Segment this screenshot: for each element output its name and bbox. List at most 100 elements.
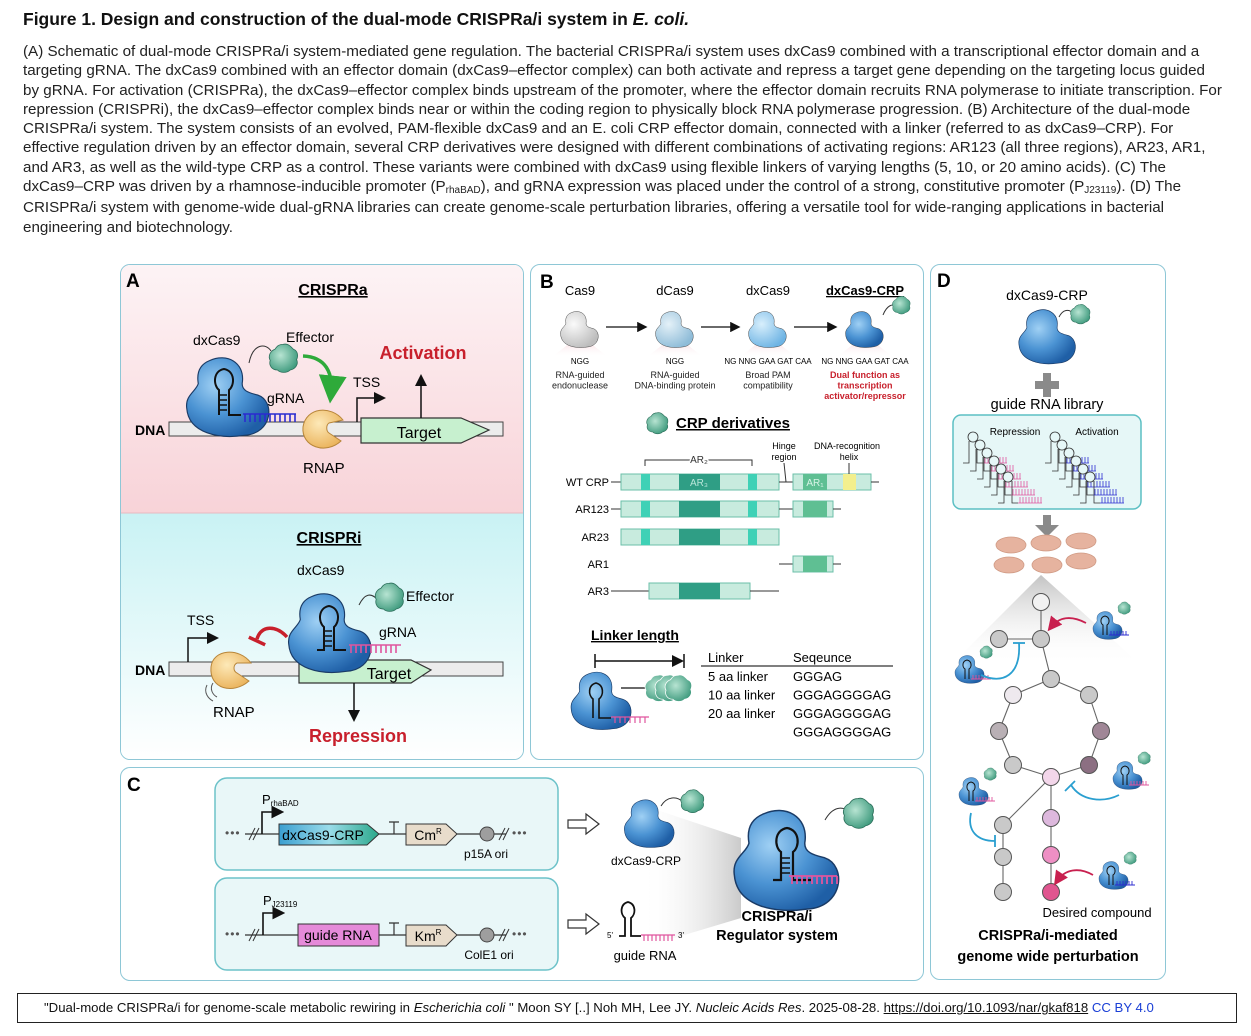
cas-variant-description: Broad PAM (745, 370, 790, 380)
promoter-j23119-icon (262, 906, 286, 935)
grna-hairpin-icon (214, 367, 241, 416)
target-label-a: Target (397, 425, 442, 442)
cmr-gene (405, 823, 458, 846)
ar2-segment (748, 529, 757, 545)
panel-a-diagram: A CRISPRa DNA dxCas9 gRNA Effector RNAP … (121, 265, 523, 759)
ar2-label: AR₂ (690, 455, 708, 466)
dxcas9-linker-icon (570, 671, 632, 730)
panel-d-label: D (937, 271, 951, 292)
svg-text:•••: ••• (512, 826, 528, 840)
construct-guide-rna (214, 877, 559, 971)
hinge-label-1: Hinge (772, 441, 796, 451)
hairpin-loop (1056, 439, 1068, 451)
caption-sub-rhabad: rhaBAD (445, 185, 481, 197)
dna-helix-label-2: helix (840, 452, 859, 462)
hairpin-stem (1080, 481, 1100, 504)
pam-sequence: NGG (571, 357, 589, 366)
figure-title-species: E. coli. (632, 9, 690, 29)
grna-label-b: gRNA (379, 624, 417, 640)
mini-effector-icon (1123, 851, 1137, 865)
crp-variant-label: AR3 (588, 586, 609, 598)
svg-text:•••: ••• (225, 826, 241, 840)
figure-title-text: Figure 1. Design and construction of the… (23, 9, 633, 29)
hairpin-loop (1077, 463, 1089, 475)
guide-rna-gene-label: guide RNA (304, 927, 372, 943)
linker-name-cell: 10 aa linker (708, 688, 776, 703)
linker-name-cell: 20 aa linker (708, 706, 776, 721)
metabolite-node (1004, 686, 1022, 704)
hairpin-loop (974, 439, 986, 451)
metabolite-node (1042, 809, 1060, 827)
guide-rna-library-label: guide RNA library (991, 397, 1105, 413)
linker-name-cell: 5 aa linker (708, 669, 769, 684)
cas-variant-icon (655, 311, 694, 348)
cas-variant-name: Cas9 (565, 283, 595, 298)
construct-dxcas9-crp (214, 777, 559, 871)
crp-variant-label: AR123 (575, 504, 609, 516)
recruit-arrow-icon (302, 354, 347, 404)
citation-authors: " Moon SY [..] Noh MH, Lee JY. (505, 1000, 696, 1015)
linker-length-heading: Linker length (591, 627, 679, 643)
cas-variant-name: dCas9 (656, 283, 694, 298)
cas-evolution-row: Cas9NGGRNA-guidedendonucleasedCas9NGGRNA… (552, 283, 911, 401)
linker-sequence-cell: GGGAG (793, 669, 842, 684)
ar2-segment (748, 474, 757, 490)
hairpin-loop (1070, 455, 1082, 467)
guide-rna-product-icon (619, 901, 641, 937)
hairpin-loop (988, 455, 1000, 467)
metabolite-node (1080, 686, 1098, 704)
spacer-sequence (1100, 497, 1124, 504)
ar3-segment (679, 529, 720, 545)
plus-icon (1035, 373, 1059, 397)
cas-variant-description: RNA-guided (555, 370, 604, 380)
promoter-j23119-label: PJ23119 (263, 893, 298, 909)
panel-c-label: C (127, 775, 141, 796)
repression-inhibit-icon (255, 626, 289, 640)
dxcas9-label-b: dxCas9 (297, 562, 345, 578)
license-link[interactable]: CC BY 4.0 (1091, 1000, 1154, 1015)
repression-arrow-mini-icon (980, 642, 1020, 680)
pam-sequence: NGG (666, 357, 684, 366)
crp-derivatives-heading: CRP derivatives (676, 415, 790, 432)
crp-variant-label: AR23 (581, 532, 609, 544)
cas-variant-description: RNA-guided (650, 370, 699, 380)
panel-c: C ••• PrhaBAD dxCas9-CRP CmR ••• p15A or… (120, 767, 924, 981)
rnap-label-b: RNAP (213, 704, 255, 721)
grna-label-a: gRNA (267, 390, 305, 406)
hairpin-loop (1084, 471, 1096, 483)
p15a-ori-icon (479, 826, 495, 842)
ar2-segment (748, 501, 757, 517)
metabolite-node (994, 848, 1012, 866)
linker-sequence-cell: GGGAGGGGAG (793, 725, 891, 740)
cole1-ori-icon (479, 927, 495, 943)
cas-variant-description: DNA-binding protein (634, 381, 715, 391)
hairpin-loop (1002, 471, 1014, 483)
dxcas9-crp-product-icon (624, 799, 675, 848)
repression-label: Repression (309, 726, 407, 746)
ar2-segment (641, 529, 650, 545)
p15a-ori-label: p15A ori (464, 847, 508, 861)
grna-spacer-pink (349, 644, 401, 653)
desired-compound-label: Desired compound (1042, 905, 1151, 920)
cas-variant-description: transcription (837, 381, 892, 391)
perturbation-label-1: CRISPRa/i-mediated (978, 928, 1117, 944)
pathway-edge (1002, 776, 1052, 826)
perturbation-label-2: genome wide perturbation (957, 949, 1138, 965)
mini-effector-icon (983, 767, 997, 781)
doi-link[interactable]: https://doi.org/10.1093/nar/gkaf818 (883, 1000, 1089, 1015)
hairpin-loop (967, 431, 979, 443)
target-label-b: Target (367, 666, 412, 683)
mini-spacer (1109, 631, 1129, 636)
crispri-heading: CRISPRi (297, 530, 362, 547)
metabolite-node (1004, 756, 1022, 774)
ar2-segment (641, 474, 650, 490)
ar3-segment (679, 474, 720, 490)
down-arrow-icon (1035, 515, 1059, 537)
dxcas9-crp-icon-d (1018, 309, 1076, 365)
figure-caption: (A) Schematic of dual-mode CRISPRa/i sys… (23, 42, 1223, 237)
ar3-segment (679, 583, 720, 599)
metabolite-node (1042, 768, 1060, 786)
three-prime-label: 3' (678, 931, 684, 940)
